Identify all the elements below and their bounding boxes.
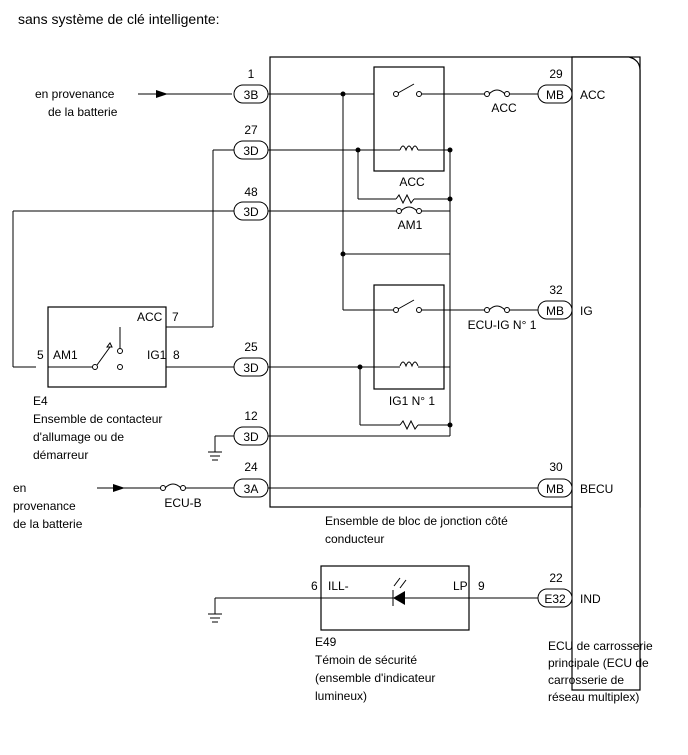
- pin-30: 30: [549, 460, 563, 474]
- junction-block-label-line1: Ensemble de bloc de jonction côté: [325, 514, 508, 528]
- arrow-battery-bottom-icon: [113, 484, 125, 492]
- ecu-label-line2: principale (ECU de: [548, 656, 649, 670]
- connector-3d-25-label: 3D: [243, 361, 259, 375]
- connector-3d-12-label: 3D: [243, 430, 259, 444]
- signal-ind: IND: [580, 592, 601, 606]
- signal-becu: BECU: [580, 482, 613, 496]
- indicator-ill-label: ILL-: [328, 579, 349, 593]
- pin-48: 48: [244, 185, 258, 199]
- indicator-ill-pin: 6: [311, 579, 318, 593]
- battery-top-line2: de la batterie: [48, 105, 118, 119]
- indicator-lp-pin: 9: [478, 579, 485, 593]
- pin-24: 24: [244, 460, 258, 474]
- pin-29: 29: [549, 67, 563, 81]
- battery-top-line1: en provenance: [35, 87, 115, 101]
- signal-acc: ACC: [580, 88, 606, 102]
- connector-mb-32-label: MB: [546, 304, 564, 318]
- ecu-box: [571, 56, 641, 691]
- pin-32: 32: [549, 283, 563, 297]
- relay-acc: [373, 66, 445, 172]
- fuse-ecu-ig-icon: [488, 305, 506, 311]
- pin-1: 1: [248, 67, 255, 81]
- connector-3d-27-label: 3D: [243, 144, 259, 158]
- resistor-ig1-icon: [399, 419, 419, 431]
- connector-3a-24-label: 3A: [244, 482, 259, 496]
- junction-block-label-line2: conducteur: [325, 532, 384, 546]
- indicator-label-line3: lumineux): [315, 689, 367, 703]
- diagram-title: sans système de clé intelligente:: [18, 11, 220, 27]
- indicator-code: E49: [315, 635, 337, 649]
- fuse-ecu-b-label: ECU-B: [164, 496, 201, 510]
- pin-25: 25: [244, 340, 258, 354]
- connector-mb-29: [537, 84, 573, 104]
- connector-mb-29-label: MB: [546, 88, 564, 102]
- ecu-label-line4: réseau multiplex): [548, 690, 639, 704]
- battery-bottom-line1: en: [13, 481, 26, 495]
- fuse-am1-label: AM1: [398, 218, 423, 232]
- indicator-label-line2: (ensemble d'indicateur: [315, 671, 435, 685]
- signal-ig: IG: [580, 304, 593, 318]
- fuse-acc-label: ACC: [491, 101, 517, 115]
- ignition-switch-contact-icon: [48, 327, 123, 370]
- relay-acc-contact-icon: [397, 83, 415, 94]
- ground-icon: [208, 451, 222, 461]
- switch-ig1-label: IG1: [147, 348, 167, 362]
- connector-mb-32: [537, 300, 573, 320]
- arrow-battery-top-icon: [156, 90, 168, 98]
- relay-acc-label: ACC: [399, 175, 425, 189]
- switch-am1-label: AM1: [53, 348, 78, 362]
- pin-27: 27: [244, 123, 258, 137]
- fuse-ecu-ig-label: ECU-IG N° 1: [468, 318, 537, 332]
- switch-label-line2: d'allumage ou de: [33, 430, 124, 444]
- pin-22: 22: [549, 571, 563, 585]
- connector-3d-48-label: 3D: [243, 205, 259, 219]
- relay-ig1-contact-icon: [397, 299, 415, 310]
- switch-acc-label: ACC: [137, 310, 163, 324]
- relay-ig1-coil-icon: [399, 361, 419, 368]
- switch-label-line3: démarreur: [33, 448, 88, 462]
- relay-ig1: [373, 284, 445, 390]
- relay-ig1-label: IG1 N° 1: [389, 394, 435, 408]
- indicator-lp-label: LP: [453, 579, 468, 593]
- ecu-label-line3: carrosserie de: [548, 673, 624, 687]
- fuse-ecu-b-icon: [164, 483, 182, 489]
- connector-e32-22: [537, 588, 573, 608]
- connector-mb-30: [537, 478, 573, 498]
- switch-code: E4: [33, 394, 48, 408]
- connector-e32-22-label: E32: [544, 592, 566, 606]
- switch-acc-pin: 7: [172, 310, 179, 324]
- relay-acc-coil-icon: [399, 145, 419, 152]
- resistor-acc-icon: [395, 193, 415, 205]
- connector-3b-1-label: 3B: [244, 88, 259, 102]
- switch-label-line1: Ensemble de contacteur: [33, 412, 162, 426]
- ground-icon: [208, 613, 222, 623]
- fuse-acc-icon: [488, 89, 506, 95]
- connector-mb-30-label: MB: [546, 482, 564, 496]
- led-icon: [392, 577, 407, 606]
- pin-12: 12: [244, 409, 258, 423]
- fuse-am1-icon: [400, 206, 418, 212]
- battery-bottom-line3: de la batterie: [13, 517, 83, 531]
- indicator-label-line1: Témoin de sécurité: [315, 653, 417, 667]
- switch-am1-pin: 5: [37, 348, 44, 362]
- switch-ig1-pin: 8: [173, 348, 180, 362]
- battery-bottom-line2: provenance: [13, 499, 76, 513]
- ecu-label-line1: ECU de carrosserie: [548, 639, 653, 653]
